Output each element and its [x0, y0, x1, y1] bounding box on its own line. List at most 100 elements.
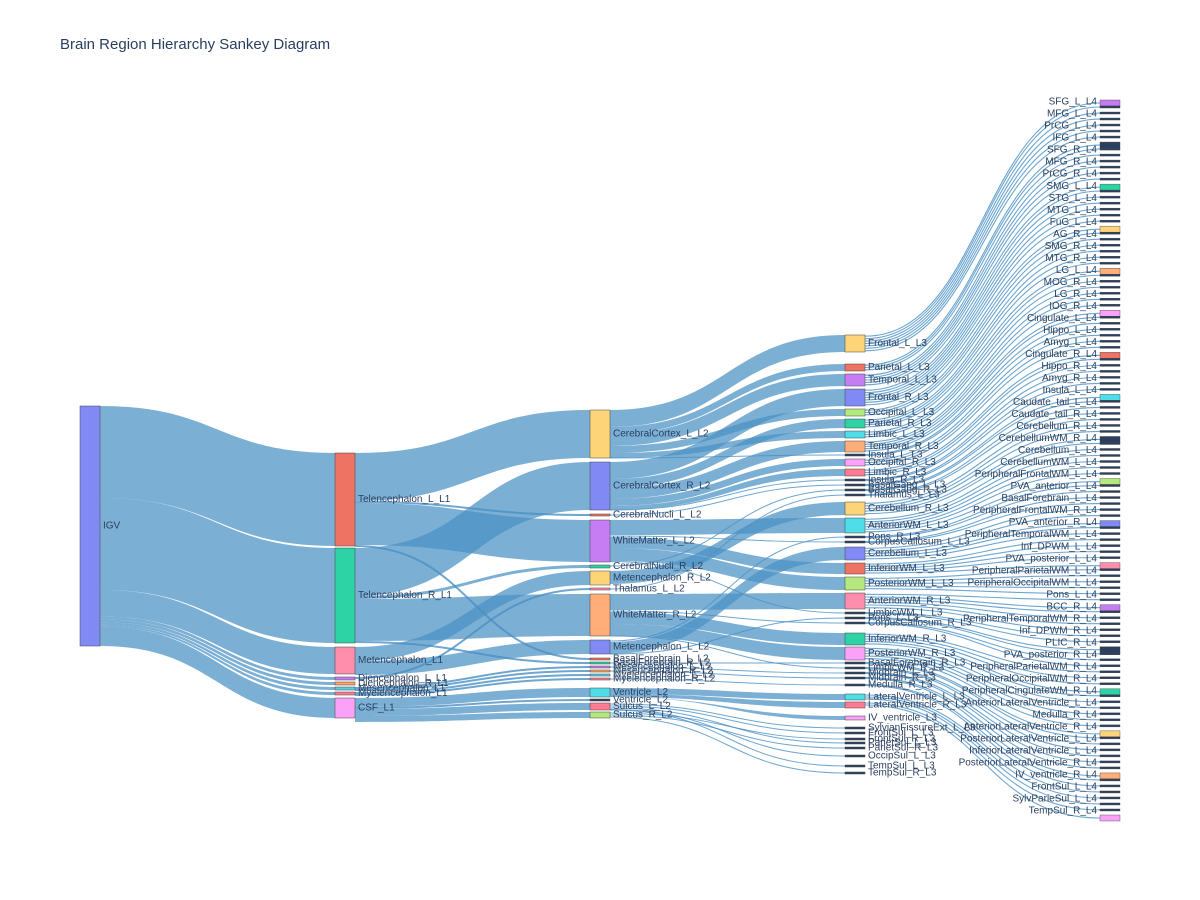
node-l4-41 — [1099, 346, 1121, 349]
link-sulcus-l-l2-tempsul-l-l3 — [609, 709, 846, 767]
node-label-posteriorlateralventricle-r-l4: PosteriorLateralVentricle_R_L4 — [959, 758, 1098, 769]
node-label-caudate-tail-l-l4: Caudate_tail_L_L4 — [1013, 397, 1097, 408]
link-cerebellum-r-l3-l4-53 — [864, 418, 1101, 504]
node-l4-95 — [1099, 670, 1121, 673]
node-cerebralcortex-r-l2 — [589, 461, 611, 511]
node-label-smg-l-l4: SMG_L_L4 — [1046, 181, 1097, 192]
node-l4-21 — [1099, 225, 1121, 233]
node-l4-78 — [1099, 568, 1121, 571]
link-limbic-r-l3-l4-44 — [864, 364, 1101, 476]
node-l4-117 — [1099, 802, 1121, 806]
node-limbic-r-l3 — [844, 468, 866, 477]
link-temporal-r-l3-l4-36 — [864, 316, 1101, 452]
node-label-basalforebrain-l-l2: BasalForebrain_L_L2 — [613, 654, 709, 665]
link-cerebralnucli-l-l2-basalgang-l-l3 — [609, 484, 846, 516]
node-label-insula-l-l4: Insula_L_L4 — [1043, 385, 1098, 396]
node-label-caudate-tail-r-l4: Caudate_tail_R_L4 — [1011, 409, 1097, 420]
node-l4-61 — [1099, 466, 1121, 469]
node-l4-13 — [1099, 177, 1121, 181]
node-telencephalon-r-l1 — [334, 547, 356, 644]
node-label-telencephalon-r-l1: Telencephalon_R_L1 — [358, 590, 452, 601]
node-l4-93 — [1099, 658, 1121, 661]
node-mesencephalon-r-l2 — [589, 669, 611, 673]
node-l4-56 — [1099, 436, 1121, 443]
link-frontal-r-l3-l4-18 — [864, 208, 1101, 399]
node-label-parietsul-l-l3: ParietSul_L_L3 — [868, 738, 937, 749]
link-whitematter-l-l2-anteriorwm-l-l3 — [610, 518, 845, 535]
node-label-parietal-l-l3: Parietal_L_L3 — [868, 362, 930, 373]
node-sylvianfissureext-l-l3 — [844, 726, 866, 730]
link-anteriorwm-r-l3-l4-86 — [864, 601, 1101, 619]
link-telencephalon-r-l1-cerebralnucli-r-l2 — [355, 565, 590, 599]
node-l4-36 — [1099, 316, 1121, 319]
node-l4-70 — [1099, 520, 1121, 527]
node-metencephalon-l-l2 — [589, 639, 611, 655]
link-inferiorwm-l-l3-l4-76 — [864, 557, 1101, 572]
node-myelencephalon-l-l2 — [589, 673, 611, 677]
node-l4-119 — [1099, 814, 1121, 822]
node-l4-28 — [1099, 268, 1121, 275]
node-l4-48 — [1099, 388, 1121, 391]
link-mesencephalon-r-l2-midbrain-r-l3 — [609, 670, 846, 679]
node-l4-49 — [1099, 394, 1121, 401]
node-sulcus-r-l2 — [589, 711, 611, 719]
node-l4-86 — [1099, 616, 1121, 619]
node-igv — [79, 405, 101, 647]
node-l4-14 — [1099, 183, 1121, 191]
node-l4-5 — [1099, 129, 1121, 133]
node-l4-51 — [1099, 406, 1121, 409]
node-l4-11 — [1099, 165, 1121, 169]
link-pons-r-l3-l4-64 — [864, 484, 1101, 538]
node-l4-16 — [1099, 195, 1121, 199]
node-tempsul-l-l3 — [844, 764, 866, 768]
node-label-whitematter-l-l2: WhiteMatter_L_L2 — [613, 536, 695, 547]
link-temporal-r-l3-l4-33 — [864, 298, 1101, 445]
node-posteriorwm-r-l3 — [844, 646, 866, 661]
node-l4-9 — [1099, 153, 1121, 157]
node-corpuscallosum-r-l3 — [844, 621, 866, 625]
link-mesencephalon-l1-mesencephalon-r-l2 — [354, 670, 591, 691]
node-l4-54 — [1099, 424, 1121, 427]
link-frontal-l-l3-l4-4 — [864, 124, 1101, 347]
link-frontal-l-l3-l4-1 — [864, 106, 1101, 340]
link-csf-l1-sulcus-r-l2 — [355, 712, 590, 722]
link-basalforebrain-r-l3-l4-105 — [864, 661, 1101, 735]
node-frontal-r-l3 — [844, 388, 866, 407]
node-l4-30 — [1099, 280, 1121, 283]
link-igv-telencephalon-l-l1 — [100, 406, 335, 546]
node-l4-83 — [1099, 598, 1121, 601]
node-parietsul-r-l3 — [844, 746, 866, 750]
node-l4-34 — [1099, 304, 1121, 307]
link-inferiorwm-r-l3-l4-99 — [864, 643, 1101, 697]
link-cerebralcortex-r-l2-insula-r-l3 — [609, 479, 846, 511]
node-l4-38 — [1099, 328, 1121, 331]
node-cerebellum-r-l3 — [844, 501, 866, 516]
node-label-cerebellum-l-l3: Cerebellum_L_L3 — [868, 548, 947, 559]
link-temporal-l-l3-l4-14 — [864, 186, 1101, 386]
node-l4-57 — [1099, 442, 1121, 445]
node-label-peripheralfrontalwm-r-l4: PeripheralFrontalWM_R_L4 — [973, 505, 1097, 516]
node-mesencephalon-l1 — [334, 686, 356, 691]
node-l4-111 — [1099, 766, 1121, 770]
link-frontal-r-l3-l4-19 — [864, 214, 1101, 401]
link-whitematter-r-l2-posteriorwm-r-l3 — [610, 624, 845, 660]
node-l4-24 — [1099, 243, 1121, 247]
node-label-anteriorwm-l-l3: AnteriorWM_L_L3 — [868, 520, 949, 531]
node-csf-l1 — [334, 697, 356, 719]
link-posteriorwm-l-l3-l4-78 — [864, 569, 1101, 579]
link-corpuscallosum-r-l3-l4-94 — [864, 622, 1101, 667]
link-anteriorwm-l-l3-l4-58 — [864, 448, 1101, 520]
link-frontal-r-l3-l4-17 — [864, 202, 1101, 396]
node-label-anteriorlateralventricle-r-l4: AnteriorLateralVentricle_R_L4 — [964, 722, 1098, 733]
link-basalgang-l-l3-l4-48 — [864, 388, 1101, 487]
node-corpuscallosum-l-l3 — [844, 540, 866, 544]
link-thalamus-l-l3-l4-52 — [864, 412, 1101, 497]
node-label-bcc-r-l4: BCC_R_L4 — [1046, 601, 1097, 612]
node-label-basalgang-r-l3: BasalGang_R_L3 — [868, 485, 947, 496]
node-label-ventricle-l2: Ventricle_L2 — [613, 687, 668, 698]
node-label-posteriorwm-r-l3: PosteriorWM_R_L3 — [868, 648, 956, 659]
node-l4-37 — [1099, 322, 1121, 325]
link-insula-l-l3-l4-38 — [864, 328, 1101, 457]
node-label-cerebellumwm-l-l4: CerebellumWM_L_L4 — [1000, 457, 1097, 468]
link-parietal-r-l3-l4-28 — [864, 270, 1101, 428]
